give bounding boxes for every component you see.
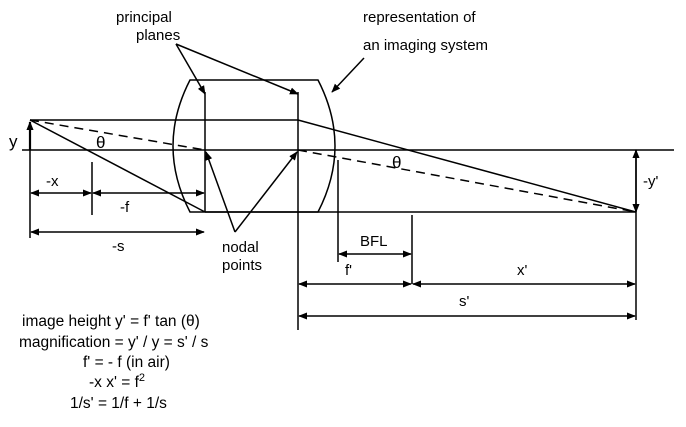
equation-newtonian-superscript: 2: [139, 372, 145, 384]
chief-ray-out: [297, 149, 637, 213]
chief-ray-in: [29, 119, 206, 151]
theta-right-label: θ: [392, 153, 401, 172]
neg-s-label: -s: [112, 238, 125, 255]
callout-principal-rear: [175, 43, 299, 95]
representation-label: representation of: [363, 9, 476, 26]
object-height-label: y: [9, 132, 18, 151]
x-prime-label: x': [517, 262, 528, 279]
neg-f-label: -f: [120, 199, 130, 216]
principal-planes-label-2: planes: [136, 27, 180, 44]
equation-gaussian: 1/s' = 1/f + 1/s: [70, 395, 167, 412]
s-prime-label: s': [459, 293, 470, 310]
callout-nodal-front: [205, 151, 236, 233]
neg-x-label: -x: [46, 173, 59, 190]
callout-representation: [331, 57, 365, 93]
principal-planes-label: principal: [116, 9, 172, 26]
ray-focal: [29, 119, 206, 213]
equation-magnification: magnification = y' / y = s' / s: [19, 334, 209, 351]
equation-newtonian: -x x' = f2: [89, 372, 145, 391]
callout-nodal-rear: [234, 151, 298, 233]
nodal-points-label: nodal: [222, 239, 259, 256]
equation-newtonian-base: -x x' = f: [89, 374, 140, 391]
image-height-label: -y': [643, 173, 658, 190]
bfl-label: BFL: [360, 233, 388, 250]
representation-label-2: an imaging system: [363, 37, 488, 54]
theta-left-label: θ: [96, 133, 105, 152]
lens-body: [172, 79, 336, 213]
f-prime-label: f': [345, 262, 352, 279]
equation-image-height: image height y' = f' tan (θ): [22, 313, 200, 330]
equations-block: image height y' = f' tan (θ) magnificati…: [19, 313, 209, 412]
ray-refracted: [297, 119, 637, 213]
callout-principal-front: [175, 43, 206, 95]
nodal-points-label-2: points: [222, 257, 262, 274]
equation-focal-relation: f' = - f (in air): [83, 354, 170, 371]
